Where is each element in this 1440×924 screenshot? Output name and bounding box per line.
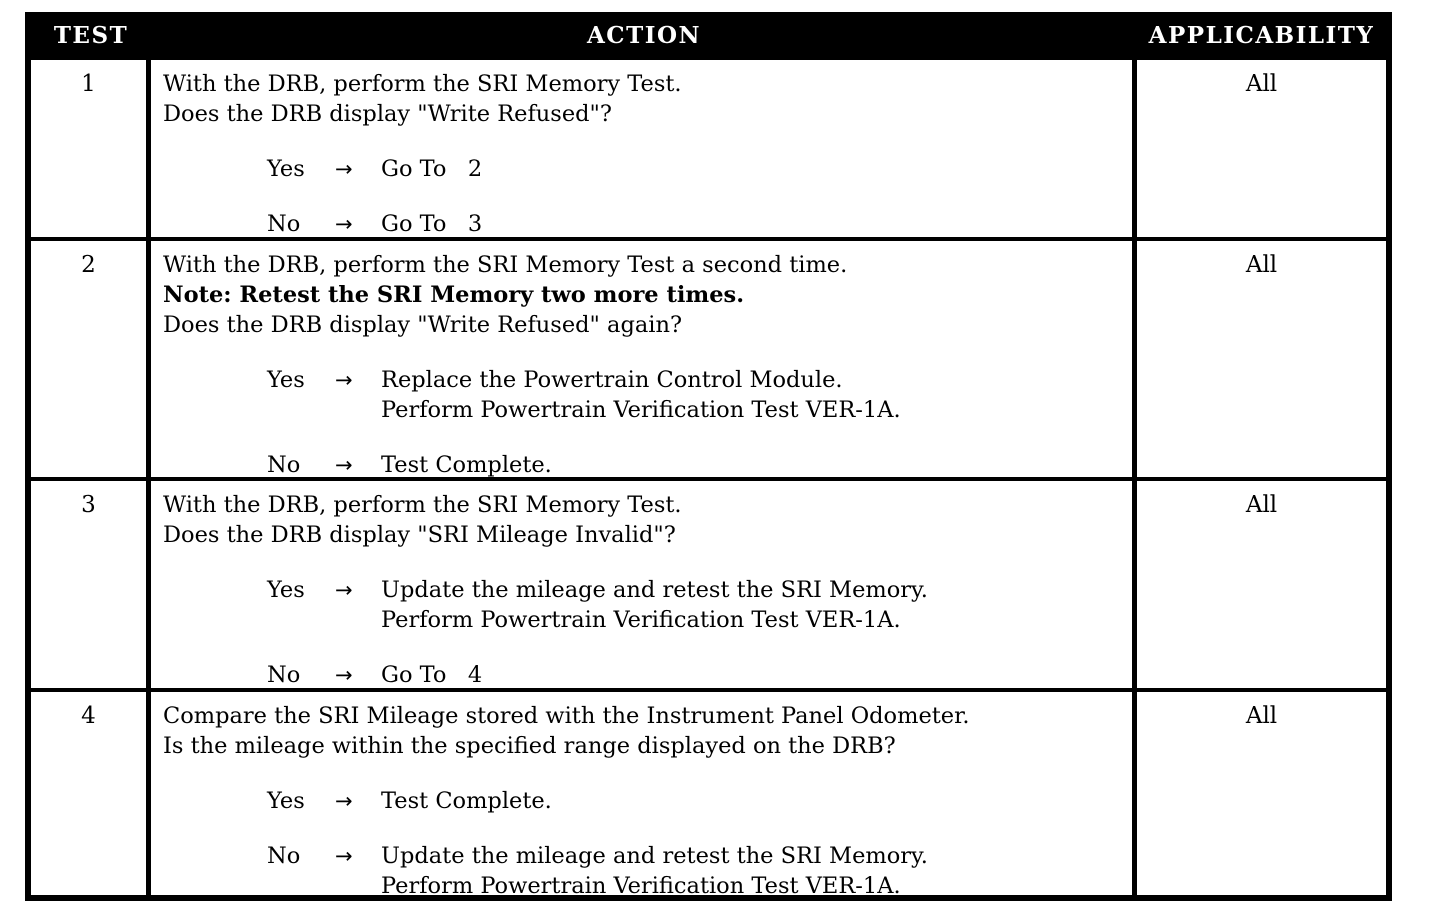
branch-row: No → Go To 4: [163, 660, 1120, 688]
arrow-icon: →: [335, 789, 353, 813]
branch-label: Yes: [267, 577, 305, 603]
action-question-line: Is the mileage within the specified rang…: [163, 733, 896, 759]
test-number-cell: 3: [31, 481, 151, 688]
action-question-line: Note: Retest the SRI Memory two more tim…: [163, 282, 745, 308]
test-number: 4: [81, 703, 96, 729]
table-row: 1 With the DRB, perform the SRI Memory Te…: [31, 60, 1386, 237]
branch-action-lines: Update the mileage and retest the SRI Me…: [381, 841, 1120, 895]
arrow-icon: →: [335, 453, 353, 477]
branch-row: No → Update the mileage and retest the SRI…: [163, 841, 1120, 895]
branch-action-lines: Test Complete.: [381, 450, 1120, 477]
action-cell: With the DRB, perform the SRI Memory Tes…: [151, 241, 1137, 477]
applicability-cell: All: [1137, 481, 1386, 688]
branch-label: Yes: [267, 367, 305, 393]
table-row: 3 With the DRB, perform the SRI Memory Te…: [31, 477, 1386, 688]
applicability-cell: All: [1137, 241, 1386, 477]
action-cell: With the DRB, perform the SRI Memory Tes…: [151, 481, 1137, 688]
branch-label: No: [267, 662, 301, 688]
branch-action-line: Update the mileage and retest the SRI Me…: [381, 843, 928, 869]
branch-action-lines: Go To 3: [381, 209, 1120, 237]
applicability-value: All: [1245, 492, 1278, 518]
action-question-line: Compare the SRI Mileage stored with the …: [163, 703, 970, 729]
branch-row: No → Go To 3: [163, 209, 1120, 237]
arrow-icon: →: [335, 578, 353, 602]
branch-action-lines: Replace the Powertrain Control Module. Pe…: [381, 365, 1120, 425]
action-question-line: Does the DRB display "Write Refused" aga…: [163, 312, 683, 338]
branch-row: Yes → Update the mileage and retest the SR…: [163, 575, 1120, 635]
branch-row: Yes → Test Complete.: [163, 786, 1120, 816]
branch-action-line: Perform Powertrain Verification Test VER…: [381, 607, 901, 633]
applicability-value: All: [1245, 703, 1278, 729]
arrow-icon: →: [335, 157, 353, 181]
test-number-cell: 2: [31, 241, 151, 477]
header-test: TEST: [53, 22, 129, 49]
branch-action-lines: Go To 2: [381, 154, 1120, 184]
action-question-line: Does the DRB display "SRI Mileage Invali…: [163, 522, 676, 548]
action-question-line: With the DRB, perform the SRI Memory Tes…: [163, 71, 682, 97]
applicability-cell: All: [1137, 692, 1386, 895]
branch-action-line: Go To 3: [381, 211, 483, 237]
branch-label: Yes: [267, 788, 305, 814]
test-number-cell: 1: [31, 60, 151, 237]
table-row: 4 Compare the SRI Mileage stored with the…: [31, 688, 1386, 895]
branch-row: Yes → Go To 2: [163, 154, 1120, 184]
action-cell: Compare the SRI Mileage stored with the …: [151, 692, 1137, 895]
arrow-icon: →: [335, 368, 353, 392]
branch-action-line: Test Complete.: [381, 452, 552, 477]
branch-row: Yes → Replace the Powertrain Control Modul…: [163, 365, 1120, 425]
header-applicability: APPLICABILITY: [1148, 22, 1375, 49]
branch-action-lines: Update the mileage and retest the SRI Me…: [381, 575, 1120, 635]
test-number-cell: 4: [31, 692, 151, 895]
branch-action-lines: Test Complete.: [381, 786, 1120, 816]
branch-row: No → Test Complete.: [163, 450, 1120, 477]
action-question-line: With the DRB, perform the SRI Memory Tes…: [163, 252, 848, 278]
table-row: 2 With the DRB, perform the SRI Memory Te…: [31, 237, 1386, 477]
branch-action-line: Perform Powertrain Verification Test VER…: [381, 873, 901, 895]
branch-action-line: Update the mileage and retest the SRI Me…: [381, 577, 928, 603]
action-question-line: Does the DRB display "Write Refused"?: [163, 101, 612, 127]
applicability-value: All: [1245, 252, 1278, 278]
branch-action-line: Go To 2: [381, 156, 483, 182]
branch-label: No: [267, 452, 301, 477]
branch-label: No: [267, 843, 301, 869]
applicability-value: All: [1245, 71, 1278, 97]
branch-label: No: [267, 211, 301, 237]
branch-action-lines: Go To 4: [381, 660, 1120, 688]
table-header-row: TEST ACTION APPLICABILITY: [31, 12, 1386, 60]
test-number: 2: [81, 252, 96, 278]
arrow-icon: →: [335, 663, 353, 687]
arrow-icon: →: [335, 212, 353, 236]
branch-action-line: Go To 4: [381, 662, 483, 688]
branch-label: Yes: [267, 156, 305, 182]
branch-action-line: Test Complete.: [381, 788, 552, 814]
test-number: 1: [81, 71, 96, 97]
arrow-icon: →: [335, 844, 353, 868]
action-question-line: With the DRB, perform the SRI Memory Tes…: [163, 492, 682, 518]
test-number: 3: [81, 492, 96, 518]
applicability-cell: All: [1137, 60, 1386, 237]
header-action: ACTION: [586, 22, 702, 49]
branch-action-line: Replace the Powertrain Control Module.: [381, 367, 843, 393]
action-cell: With the DRB, perform the SRI Memory Tes…: [151, 60, 1137, 237]
branch-action-line: Perform Powertrain Verification Test VER…: [381, 397, 901, 423]
